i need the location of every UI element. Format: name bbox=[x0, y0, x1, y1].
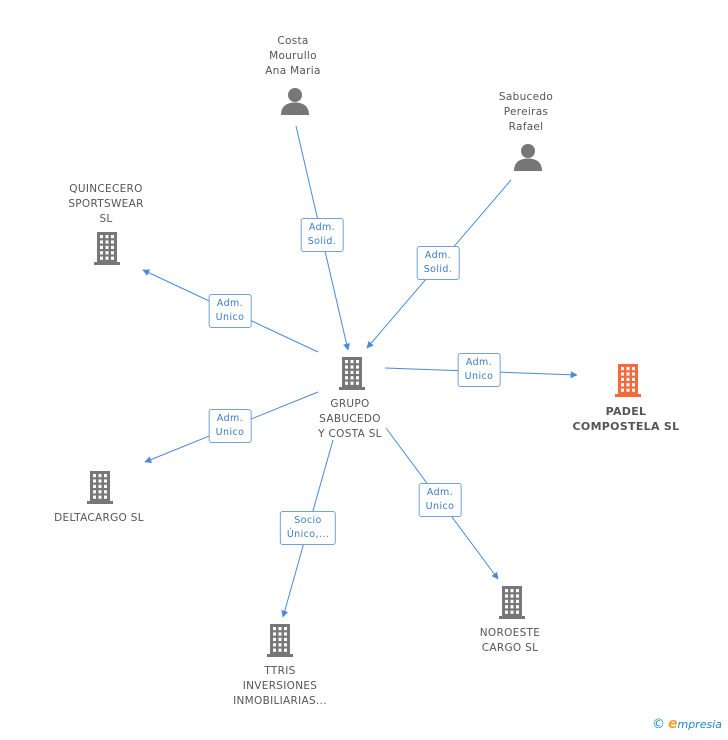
node-label-line: QUINCECERO bbox=[69, 183, 143, 195]
node-label-line: INVERSIONES bbox=[242, 680, 318, 692]
node-costa[interactable] bbox=[280, 86, 310, 120]
edge-label-grupo_deltacargo[interactable]: Adm. Unico bbox=[208, 409, 252, 443]
building-icon bbox=[267, 624, 293, 657]
node-label-padel[interactable]: PADEL COMPOSTELA SL bbox=[573, 404, 680, 434]
edge-label-line: Socio bbox=[294, 515, 322, 526]
edge-label-line: Adm. bbox=[308, 222, 336, 233]
edge-label-line: Unico bbox=[464, 371, 494, 382]
node-label-line: PADEL bbox=[605, 405, 647, 418]
node-quincecero[interactable] bbox=[92, 231, 122, 269]
node-label-line: SPORTSWEAR bbox=[68, 198, 144, 210]
node-label-line: COMPOSTELA SL bbox=[572, 420, 680, 433]
node-label-line: Y COSTA SL bbox=[318, 428, 382, 440]
node-label-line: INMOBILIARIAS... bbox=[233, 695, 327, 707]
edge-label-grupo_padel[interactable]: Adm. Unico bbox=[457, 353, 501, 387]
node-label-line: DELTACARGO SL bbox=[54, 512, 144, 524]
edge-label-line: Único,... bbox=[286, 529, 330, 540]
building-icon bbox=[339, 357, 365, 390]
building-icon bbox=[615, 364, 641, 397]
node-label-deltacargo[interactable]: DELTACARGO SL bbox=[54, 511, 144, 526]
node-padel[interactable] bbox=[613, 363, 643, 401]
node-label-line: Ana Maria bbox=[265, 65, 321, 77]
edge-label-line: Adm. bbox=[424, 250, 452, 261]
edge-label-line: Unico bbox=[425, 501, 455, 512]
edge-label-line: Adm. bbox=[216, 298, 244, 309]
building-icon bbox=[87, 471, 113, 504]
node-label-line: Costa bbox=[277, 35, 309, 47]
brand-initial: e bbox=[667, 716, 678, 732]
node-label-line: NOROESTE bbox=[479, 627, 541, 639]
node-label-noroeste[interactable]: NOROESTE CARGO SL bbox=[480, 626, 540, 656]
edge-label-line: Solid. bbox=[423, 264, 453, 275]
edge-label-line: Solid. bbox=[307, 236, 337, 247]
building-icon bbox=[94, 232, 120, 265]
node-grupo[interactable] bbox=[337, 356, 367, 394]
edge-label-line: Unico bbox=[215, 312, 245, 323]
brand-name: mpresia bbox=[677, 717, 722, 731]
node-label-line: Mourullo bbox=[269, 50, 317, 62]
person-icon bbox=[281, 88, 309, 115]
node-label-line: SABUCEDO bbox=[319, 413, 381, 425]
edge-label-grupo_noroeste[interactable]: Adm. Unico bbox=[418, 483, 462, 517]
node-label-line: Rafael bbox=[508, 121, 544, 133]
node-noroeste[interactable] bbox=[497, 585, 527, 623]
node-label-line: CARGO SL bbox=[481, 642, 539, 654]
node-sabucedo_pr[interactable] bbox=[513, 142, 543, 176]
person-icon bbox=[514, 144, 542, 171]
copyright-symbol: © bbox=[651, 716, 665, 732]
node-label-line: Sabucedo bbox=[498, 91, 554, 103]
node-label-grupo[interactable]: GRUPO SABUCEDO Y COSTA SL bbox=[318, 397, 382, 442]
node-label-line: GRUPO bbox=[330, 398, 370, 410]
edge-label-line: Adm. bbox=[216, 413, 244, 424]
node-label-quincecero[interactable]: QUINCECERO SPORTSWEAR SL bbox=[68, 182, 143, 227]
node-label-line: SL bbox=[99, 213, 113, 225]
edge-label-costa_grupo[interactable]: Adm. Solid. bbox=[300, 218, 344, 252]
building-icon bbox=[499, 586, 525, 619]
edge-label-grupo_quincecero[interactable]: Adm. Unico bbox=[208, 294, 252, 328]
node-ttris[interactable] bbox=[265, 623, 295, 661]
edge-label-line: Adm. bbox=[465, 357, 493, 368]
node-label-line: Pereiras bbox=[503, 106, 549, 118]
edge-label-line: Unico bbox=[215, 427, 245, 438]
edge-label-line: Adm. bbox=[426, 487, 454, 498]
edge-label-sabucedo_grupo[interactable]: Adm. Solid. bbox=[416, 246, 460, 280]
node-deltacargo[interactable] bbox=[85, 470, 115, 508]
node-label-line: TTRIS bbox=[264, 665, 296, 677]
node-label-ttris[interactable]: TTRIS INVERSIONES INMOBILIARIAS... bbox=[233, 664, 327, 709]
